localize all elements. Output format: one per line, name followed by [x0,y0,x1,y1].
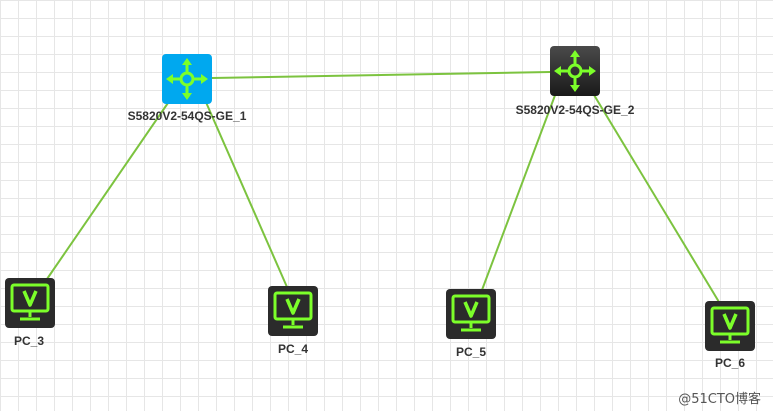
switch-label: S5820V2-54QS-GE_2 [515,103,635,117]
pc-label: PC_4 [277,342,309,356]
link-sw2-pc6[interactable] [590,89,720,303]
links-layer [46,71,720,303]
monitor-icon[interactable] [446,289,496,339]
monitor-icon[interactable] [268,286,318,336]
link-sw1-sw2[interactable] [211,71,551,79]
router-icon[interactable] [162,54,212,104]
router-icon[interactable] [550,46,600,96]
switch-label: S5820V2-54QS-GE_1 [127,109,247,123]
pc-label: PC_3 [13,334,45,348]
link-sw1-pc3[interactable] [46,99,171,280]
pc-label: PC_6 [714,356,746,370]
watermark: @51CTO博客 [678,392,761,407]
link-sw1-pc4[interactable] [204,99,288,288]
pc-label: PC_5 [455,345,487,359]
link-sw2-pc5[interactable] [481,89,558,291]
monitor-icon[interactable] [705,301,755,351]
monitor-icon[interactable] [5,278,55,328]
